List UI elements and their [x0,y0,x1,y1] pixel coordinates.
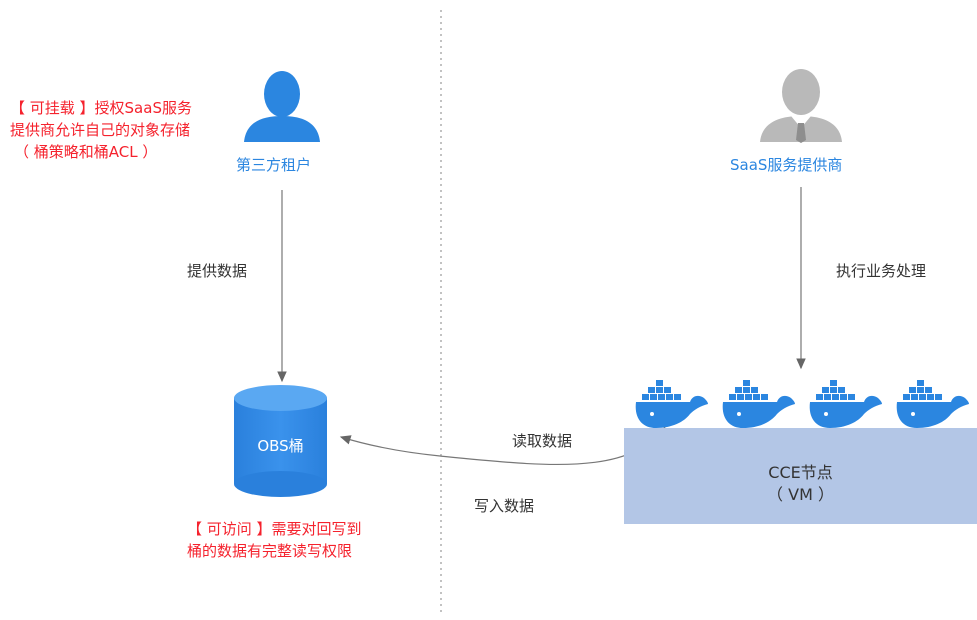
provider-user-icon [760,69,842,143]
write-data-label: 写入数据 [474,497,535,515]
docker-whale-icon [635,380,708,428]
cce-node-label: CCE节点 [768,463,833,482]
docker-whale-icon [896,380,969,428]
bucket-label: OBS桶 [257,437,304,455]
accessible-note-line-2: 桶的数据有完整读写权限 [187,542,353,560]
obs-bucket-cylinder [234,385,327,497]
mountable-note-line-1: 【 可挂载 】授权SaaS服务 [10,99,192,117]
tenant-label: 第三方租户 [236,156,312,174]
cce-node-box [624,428,977,524]
read-data-label: 读取数据 [512,432,573,450]
tenant-user-icon [244,71,320,142]
mountable-note-line-3: （ 桶策略和桶ACL ） [14,143,158,161]
accessible-note-line-1: 【 可访问 】需要对回写到 [187,520,362,538]
docker-whale-icon [809,380,882,428]
docker-whale-icon [722,380,795,428]
provide-data-label: 提供数据 [187,262,248,280]
vm-label: （ VM ） [767,485,834,504]
provider-label: SaaS服务提供商 [730,156,843,174]
exec-process-label: 执行业务处理 [836,262,927,280]
mountable-note-line-2: 提供商允许自己的对象存储 [10,121,191,139]
